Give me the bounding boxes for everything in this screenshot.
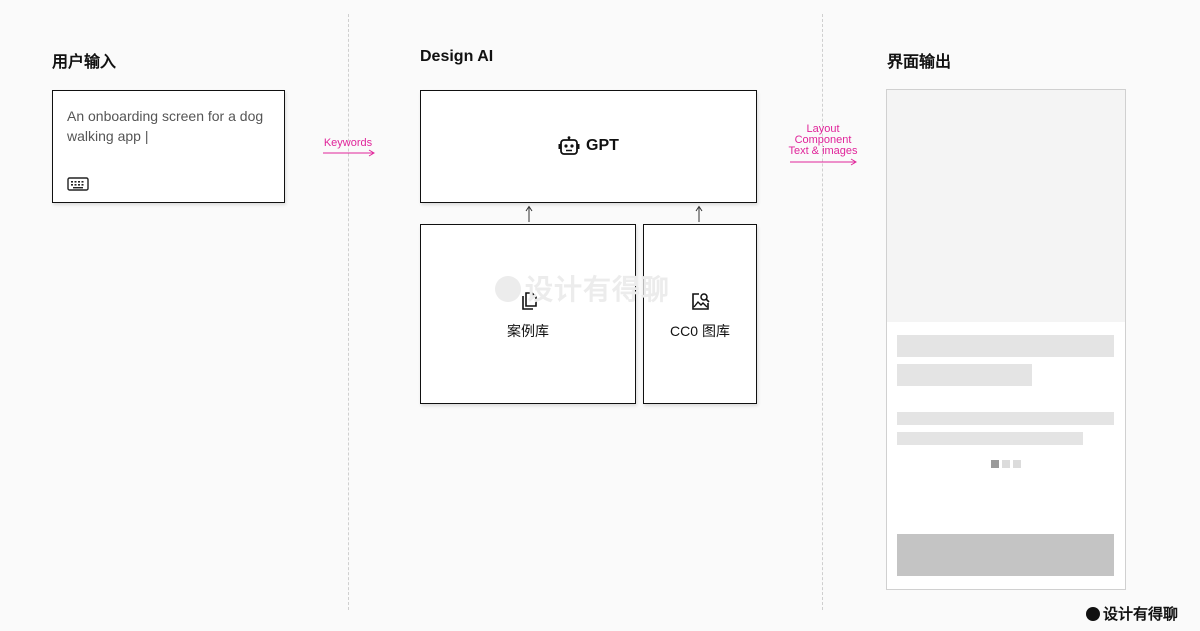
keywords-arrow bbox=[323, 149, 375, 157]
case-library-box: 案例库 bbox=[420, 224, 636, 404]
brand-logo: 设计有得聊 bbox=[1086, 603, 1178, 624]
up-arrow-cc0 bbox=[695, 205, 703, 222]
pagination-dots bbox=[991, 460, 1021, 468]
cc0-library-box: CC0 图库 bbox=[643, 224, 757, 404]
output-label-text-images: Text & images bbox=[788, 145, 858, 157]
cc0-library-label: CC0 图库 bbox=[670, 323, 730, 339]
up-arrow-library bbox=[525, 205, 533, 222]
image-search-icon bbox=[691, 292, 711, 317]
output-screen-wireframe bbox=[886, 89, 1126, 590]
gpt-box: GPT bbox=[420, 90, 757, 203]
text-placeholder-1 bbox=[897, 412, 1114, 425]
input-section-title: 用户输入 bbox=[52, 54, 117, 71]
pagination-dot-active bbox=[991, 460, 999, 468]
brand-watermark: 设计有得聊 bbox=[495, 268, 670, 308]
text-placeholder-2 bbox=[897, 432, 1083, 445]
pagination-dot bbox=[1013, 460, 1021, 468]
title-placeholder-1 bbox=[897, 335, 1114, 357]
output-section-title: 界面输出 bbox=[887, 54, 952, 71]
output-arrow bbox=[790, 158, 857, 166]
case-library-label: 案例库 bbox=[507, 323, 549, 339]
output-label-layout: Layout bbox=[806, 123, 840, 135]
cta-button-placeholder bbox=[897, 534, 1114, 576]
prompt-input-box[interactable]: An onboarding screen for a dog walking a… bbox=[52, 90, 285, 203]
robot-icon bbox=[558, 136, 580, 156]
output-label-component: Component bbox=[794, 134, 852, 146]
copy-document-icon bbox=[520, 292, 538, 317]
prompt-text: An onboarding screen for a dog walking a… bbox=[67, 108, 264, 144]
output-arrow-labels: Layout Component Text & images bbox=[784, 124, 862, 157]
hero-image-placeholder bbox=[887, 90, 1125, 322]
pagination-dot bbox=[1002, 460, 1010, 468]
brand-logo-text: 设计有得聊 bbox=[1103, 606, 1179, 623]
keyboard-icon bbox=[67, 177, 89, 196]
divider-right bbox=[822, 14, 823, 610]
gpt-label: GPT bbox=[586, 137, 619, 154]
ai-section-title: Design AI bbox=[420, 48, 494, 65]
keywords-label: Keywords bbox=[323, 137, 373, 149]
title-placeholder-2 bbox=[897, 364, 1032, 386]
divider-left bbox=[348, 14, 349, 610]
brand-watermark-icon bbox=[495, 276, 521, 302]
brand-logo-icon bbox=[1086, 606, 1100, 621]
